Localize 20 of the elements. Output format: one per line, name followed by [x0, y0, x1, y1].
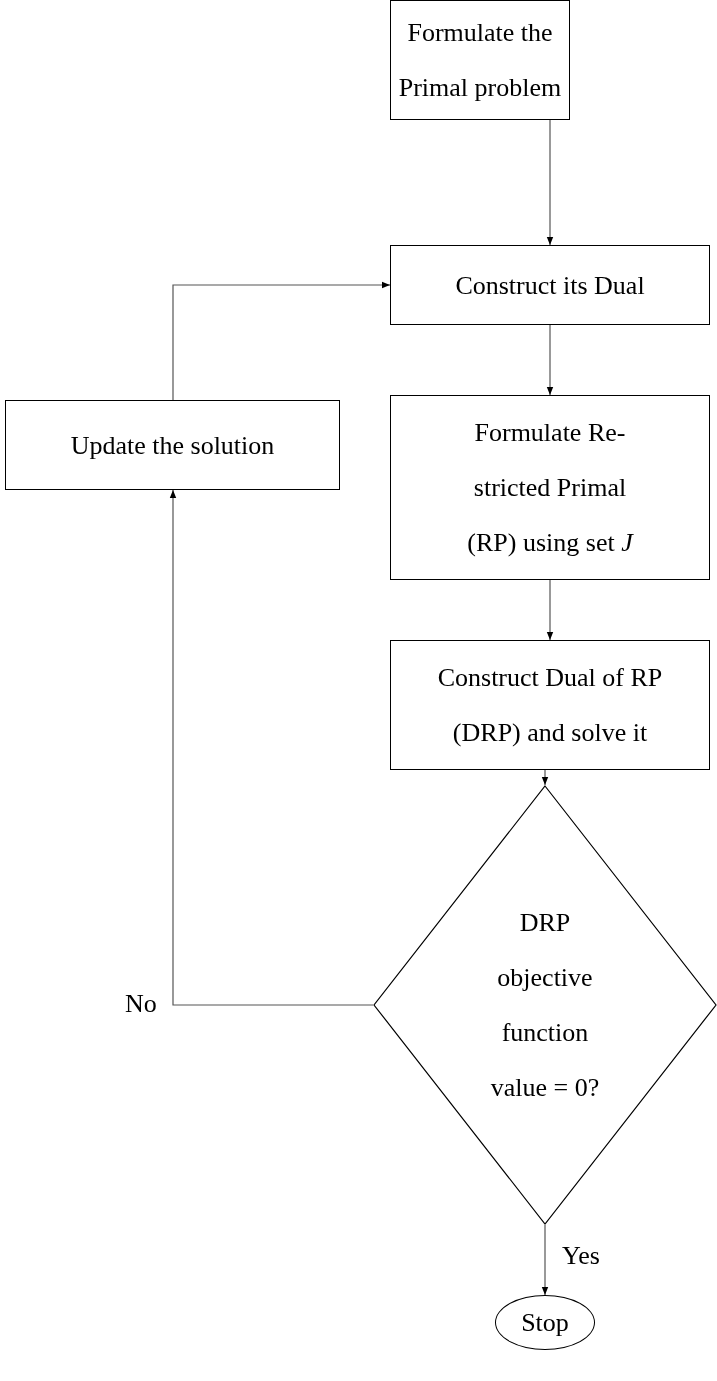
node-label: Formulate Re- stricted Primal (RP) using set J	[466, 417, 635, 559]
node-label: Construct its Dual	[454, 269, 646, 302]
process-box	[390, 0, 570, 120]
node-label: Update the solution	[69, 429, 276, 462]
node-label: Stop	[520, 1306, 570, 1339]
process-box	[5, 400, 340, 490]
decision-diamond	[373, 785, 717, 1225]
arrow	[172, 281, 391, 401]
arrow	[541, 769, 549, 786]
arrow	[541, 1224, 549, 1296]
node-label: DRP objective function value = 0?	[489, 907, 601, 1104]
arrow	[546, 324, 554, 396]
arrow	[546, 119, 554, 246]
process-box	[390, 640, 710, 770]
node-label: Construct Dual of RP (DRP) and solve it	[436, 662, 664, 749]
arrow	[169, 489, 374, 1006]
process-box	[390, 395, 710, 580]
arrow	[546, 579, 554, 641]
node-label: Formulate the Primal problem	[397, 17, 563, 104]
process-box	[390, 245, 710, 325]
